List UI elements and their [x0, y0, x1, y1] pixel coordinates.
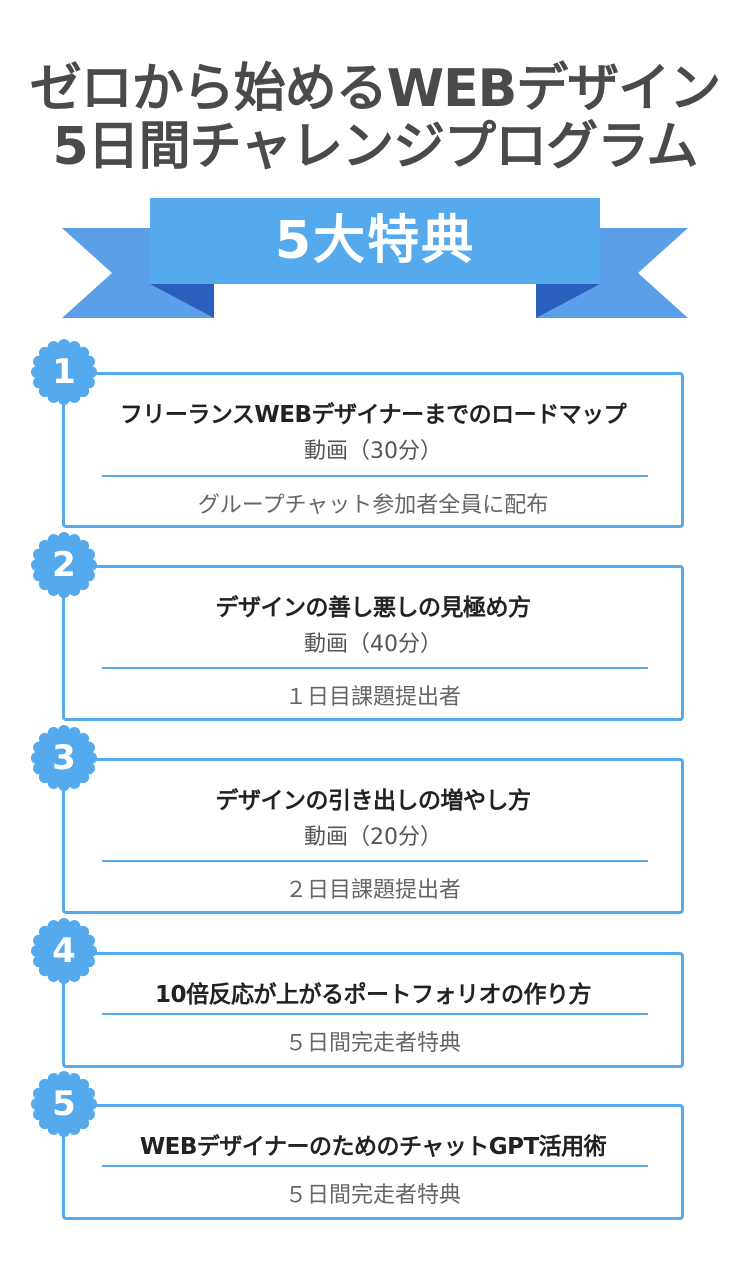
ribbon-banner — [62, 198, 688, 318]
benefit-card-1: フリーランスWEBデザイナーまでのロードマップ 動画（30分） グループチャット… — [62, 372, 684, 528]
scalloped-badge-icon — [31, 725, 97, 791]
ribbon-fold-right — [536, 284, 600, 318]
benefit-subtitle: 動画（30分） — [304, 439, 442, 464]
benefit-divider — [102, 1165, 648, 1167]
benefit-divider — [102, 1013, 648, 1015]
scalloped-badge-icon — [31, 339, 97, 405]
benefit-title: フリーランスWEBデザイナーまでのロードマップ — [119, 402, 627, 428]
benefit-divider — [102, 475, 648, 477]
benefit-divider — [102, 667, 648, 669]
benefit-divider — [102, 860, 648, 862]
page-title-line-1: ゼロから始めるWEBデザイン — [29, 59, 722, 119]
badge-number: 3 — [52, 738, 76, 778]
benefit-subtitle: 動画（20分） — [304, 825, 442, 850]
benefit-title: WEBデザイナーのためのチャットGPT活用術 — [139, 1134, 607, 1160]
benefit-note: ５日間完走者特典 — [284, 1183, 461, 1208]
benefit-note: １日目課題提出者 — [284, 685, 461, 710]
scalloped-badge-icon — [31, 532, 97, 598]
benefit-title: 10倍反応が上がるポートフォリオの作り方 — [154, 982, 592, 1008]
benefit-note: グループチャット参加者全員に配布 — [197, 493, 549, 518]
number-badge-2: 2 — [31, 532, 97, 598]
ribbon-band — [150, 198, 600, 284]
benefit-card-5: WEBデザイナーのためのチャットGPT活用術 ５日間完走者特典 — [62, 1104, 684, 1220]
benefit-title: デザインの善し悪しの見極め方 — [215, 595, 532, 621]
number-badge-3: 3 — [31, 725, 97, 791]
number-badge-5: 5 — [31, 1071, 97, 1137]
benefit-card-2: デザインの善し悪しの見極め方 動画（40分） １日目課題提出者 — [62, 565, 684, 721]
scalloped-badge-icon — [31, 918, 97, 984]
benefit-note: ２日目課題提出者 — [284, 878, 461, 903]
benefit-card-4: 10倍反応が上がるポートフォリオの作り方 ５日間完走者特典 — [62, 952, 684, 1068]
benefit-note: ５日間完走者特典 — [284, 1031, 461, 1056]
badge-number: 4 — [52, 931, 76, 971]
benefit-title: デザインの引き出しの増やし方 — [215, 788, 532, 814]
benefit-subtitle: 動画（40分） — [304, 632, 442, 657]
ribbon-fold-left — [150, 284, 214, 318]
ribbon-label: 5大特典 — [274, 211, 476, 271]
number-badge-1: 1 — [31, 339, 97, 405]
badge-number: 1 — [52, 352, 76, 392]
scalloped-badge-icon — [31, 1071, 97, 1137]
badge-number: 5 — [52, 1084, 76, 1124]
page-title-line-2: 5日間チャレンジプログラム — [52, 117, 698, 177]
benefit-card-3: デザインの引き出しの増やし方 動画（20分） ２日目課題提出者 — [62, 758, 684, 914]
number-badge-4: 4 — [31, 918, 97, 984]
badge-number: 2 — [52, 545, 76, 585]
